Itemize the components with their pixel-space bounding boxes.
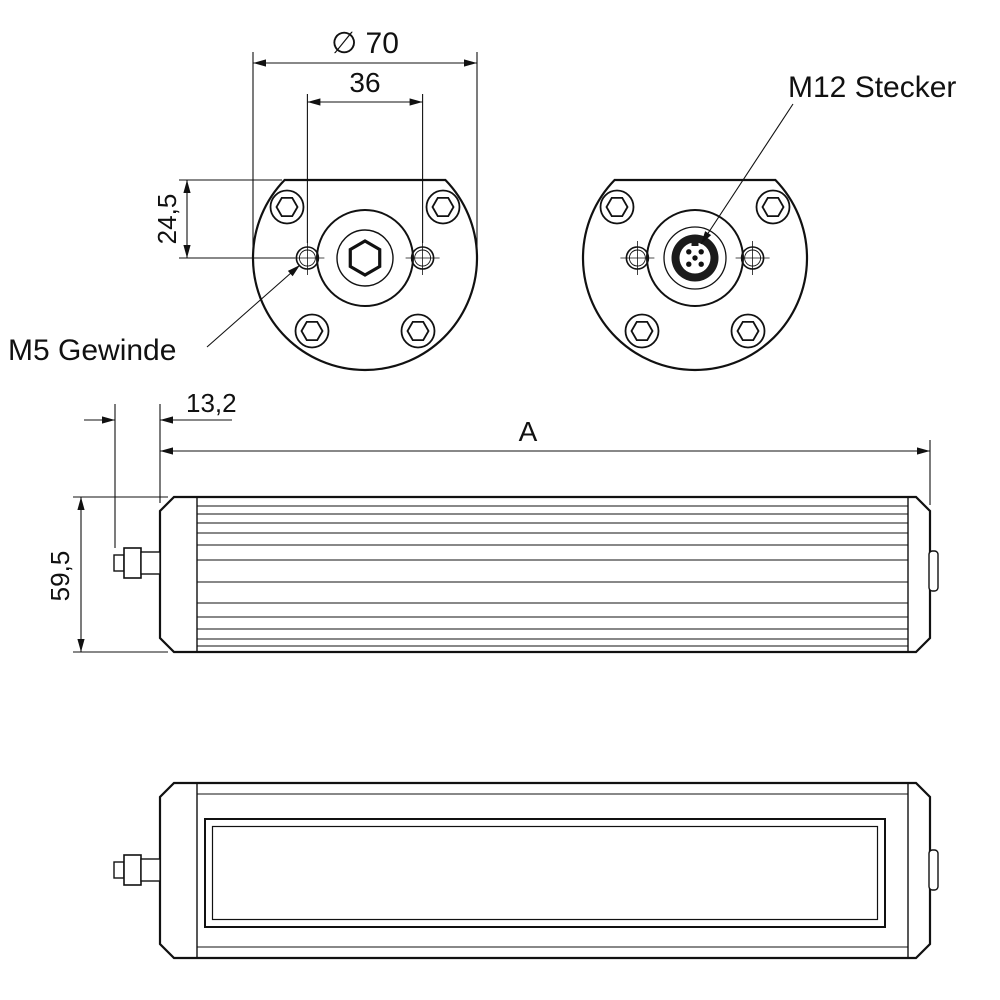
leader-line [700,103,794,245]
dimension-flange-diameter: ∅ 70 [252,27,478,248]
end-view-mounting [253,180,477,370]
dimension-hole-spacing: 36 [306,67,424,243]
end-plug [928,550,939,592]
m12-connector-side [113,854,161,886]
light-window-glass [211,825,879,921]
dimension-body-length: A [160,416,931,505]
leader-line [206,264,301,348]
dimension-value: A [519,416,538,447]
m12-plug-icon [663,226,727,290]
end-plug [928,849,939,891]
dimension-value: 24,5 [152,194,182,245]
dimension-connector-length: 13,2 [84,388,237,548]
annotation-label: M12 Stecker [788,71,956,104]
heatsink-fins [197,505,908,647]
annotation-m12-connector: M12 Stecker [700,71,956,245]
end-view-connector [583,180,807,370]
m12-connector-side [113,547,161,579]
dimension-hole-offset: 24,5 [152,179,295,259]
dimension-value: 59,5 [45,551,75,602]
dimension-value: 13,2 [186,388,237,418]
dimension-value: 36 [349,67,380,98]
side-view [113,495,939,654]
front-view [113,781,939,960]
annotation-label: M5 Gewinde [8,334,176,367]
dimension-body-height: 59,5 [45,496,168,653]
dimension-value: ∅ 70 [331,27,399,60]
hub-inner-circle [336,229,394,287]
annotation-m5-thread: M5 Gewinde [8,264,301,367]
